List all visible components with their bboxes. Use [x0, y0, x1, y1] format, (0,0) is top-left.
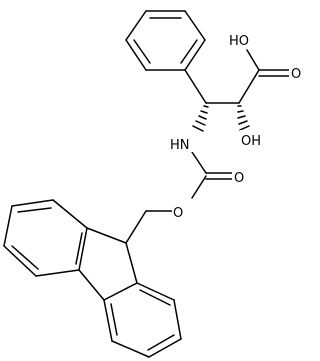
- bond: [103, 282, 138, 301]
- label-mask: [169, 134, 193, 152]
- bond: [125, 10, 147, 41]
- bond: [78, 227, 88, 271]
- bond: [148, 338, 182, 358]
- bond: [147, 334, 175, 351]
- bond: [200, 110, 208, 114]
- bond: [238, 69, 260, 104]
- carbonyl-oxygen-label: O: [291, 67, 301, 82]
- acid-hydroxyl-label: HO: [229, 34, 249, 49]
- bond: [191, 175, 207, 199]
- bond: [110, 303, 118, 336]
- fluorene-group: [3, 199, 182, 358]
- label-mask: [232, 168, 246, 186]
- ester-oxygen-label: O: [173, 206, 183, 221]
- label-mask: [227, 30, 251, 48]
- bond: [184, 10, 206, 41]
- hashed-wedge-bond: [192, 105, 209, 132]
- amine-label: HN: [170, 138, 190, 153]
- bond: [3, 245, 37, 277]
- bond: [180, 39, 198, 64]
- bond: [125, 210, 147, 244]
- bond: [11, 245, 39, 270]
- phenyl-ring: [125, 10, 206, 71]
- bond: [75, 232, 83, 265]
- bond: [237, 110, 244, 113]
- bond: [78, 269, 105, 301]
- bond: [203, 105, 209, 108]
- bond: [125, 242, 138, 284]
- bond: [195, 120, 206, 126]
- bond: [111, 340, 150, 358]
- bond: [86, 227, 127, 244]
- label-mask: [172, 203, 186, 221]
- molecule-structure-diagram: HO O OH HN O O: [3, 10, 303, 358]
- bond: [198, 115, 207, 120]
- bond: [184, 39, 206, 71]
- bond: [246, 49, 260, 71]
- hashed-wedge-bond: [237, 105, 250, 131]
- bond: [52, 199, 88, 229]
- bond: [35, 269, 80, 277]
- bond: [139, 289, 171, 306]
- bond: [184, 69, 207, 104]
- bond: [192, 125, 204, 132]
- bond: [136, 282, 175, 301]
- bond: [3, 205, 13, 247]
- bond: [133, 39, 151, 64]
- hydroxyl-label: OH: [241, 134, 261, 149]
- bond: [237, 115, 246, 119]
- bond: [238, 120, 248, 125]
- bond: [239, 125, 250, 131]
- carbamate-oxygen-label: O: [234, 171, 244, 186]
- label-mask: [240, 130, 264, 148]
- bond: [191, 151, 207, 174]
- bond: [173, 299, 182, 340]
- bond: [125, 39, 147, 71]
- bond: [17, 207, 52, 213]
- label-mask: [289, 64, 303, 82]
- bond: [11, 199, 54, 207]
- bond: [103, 299, 113, 342]
